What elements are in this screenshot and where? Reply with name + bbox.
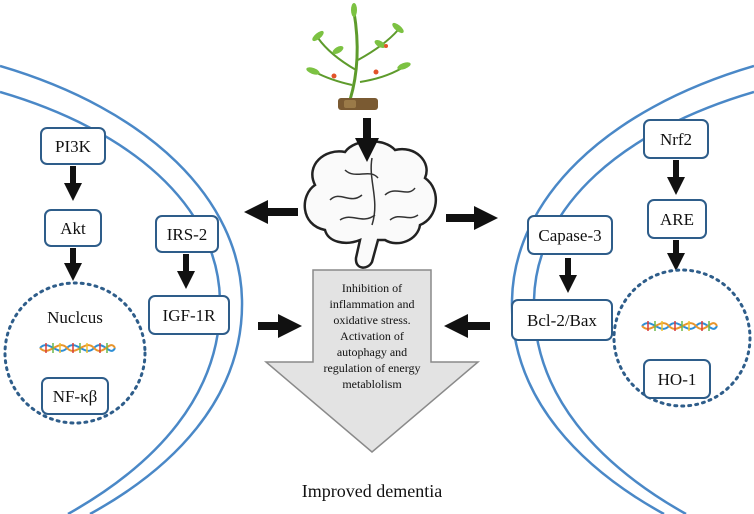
nrf2-label: Nrf2 [660,130,692,149]
bcl2bax-label: Bcl-2/Bax [527,311,597,330]
dna-icon [641,321,718,331]
left-nucleus [3,281,147,425]
effect-line-5: autophagy and [337,345,407,359]
ho1-label: HO-1 [658,370,697,389]
nfkb-node-box [41,377,109,415]
igf1r-node-box [148,295,230,335]
akt-label: Akt [60,219,86,238]
irs2-label: IRS-2 [167,225,208,244]
pi3k-node-box [40,127,106,165]
caspase3-label: Capase-3 [538,226,601,245]
dna-icon [39,343,116,353]
igf1r-label: IGF-1R [163,306,217,325]
are-label: ARE [660,210,694,229]
ho1-node-box [643,359,711,399]
center-effect-arrow [263,269,481,453]
left-cell-membrane [0,64,244,514]
effect-line-4: Activation of [340,329,404,343]
are-node-box [647,199,707,239]
caspase3-node-box [527,215,613,255]
bcl2bax-node-box [511,299,613,341]
nfkb-label: NF-κβ [53,387,98,406]
irs2-node-box [155,215,219,253]
akt-node-box [44,209,102,247]
effect-line-2: inflammation and [330,297,415,311]
effect-line-7: metablolism [342,377,402,391]
effect-line-3: oxidative stress. [333,313,410,327]
right-nucleus [612,268,752,408]
pi3k-label: PI3K [55,137,92,156]
plant-icon [306,3,411,110]
nucleus-label: Nuclcus [47,308,103,327]
brain-icon [303,140,438,269]
effect-line-1: Inhibition of [342,281,402,295]
arrows [64,118,685,338]
effect-line-6: regulation of energy [323,361,420,375]
nrf2-node-box [643,119,709,159]
outcome-label: Improved dementia [302,481,442,501]
